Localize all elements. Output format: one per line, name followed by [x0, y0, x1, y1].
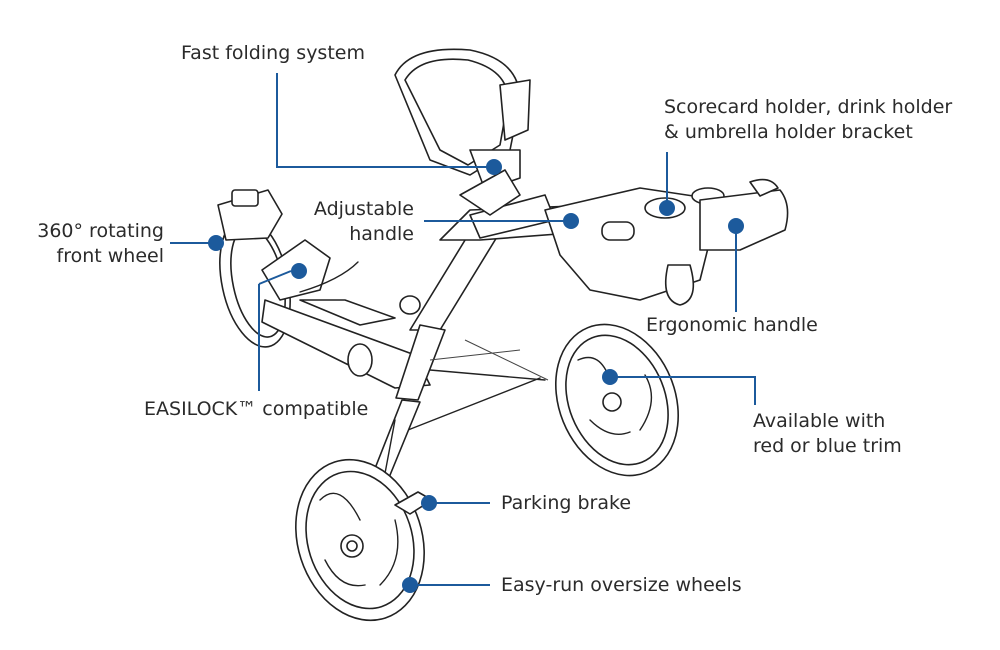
callout-dots: [208, 159, 744, 593]
dot-ergonomic: [728, 218, 744, 234]
dot-scorecard: [659, 200, 675, 216]
label-oversize-wheels: Easy-run oversize wheels: [501, 574, 742, 596]
label-scorecard-line1: Scorecard holder, drink holder: [664, 96, 953, 118]
label-adjustable-line2: handle: [349, 223, 414, 245]
label-trim: Available with red or blue trim: [753, 409, 902, 459]
label-scorecard-line2: & umbrella holder bracket: [664, 121, 913, 143]
dot-rotating: [208, 235, 224, 251]
label-rotating-wheel: 360° rotating front wheel: [37, 219, 164, 269]
label-adjustable-line1: Adjustable: [313, 198, 414, 220]
label-ergonomic-handle: Ergonomic handle: [646, 314, 818, 336]
label-easilock: EASILOCK™ compatible: [144, 398, 369, 420]
dot-adjustable: [563, 213, 579, 229]
right-rear-wheel: [554, 323, 680, 477]
dot-brake: [421, 495, 437, 511]
label-trim-line1: Available with: [753, 410, 886, 432]
console: [544, 187, 725, 306]
folding-loop: [394, 48, 531, 191]
dot-trim: [602, 369, 618, 385]
label-scorecard-holder: Scorecard holder, drink holder & umbrell…: [664, 95, 952, 145]
label-parking-brake: Parking brake: [501, 492, 632, 514]
callout-lines: [170, 73, 756, 586]
dot-wheels: [402, 577, 418, 593]
label-rotating-line1: 360° rotating: [37, 220, 164, 242]
dot-easilock: [291, 263, 307, 279]
cart-drawing: [217, 48, 789, 622]
label-fast-folding: Fast folding system: [181, 42, 365, 64]
label-rotating-line2: front wheel: [56, 245, 164, 267]
left-rear-wheel: [295, 458, 425, 622]
dot-folding: [486, 159, 502, 175]
label-adjustable-handle: Adjustable handle: [314, 197, 414, 247]
label-trim-line2: red or blue trim: [753, 435, 902, 457]
